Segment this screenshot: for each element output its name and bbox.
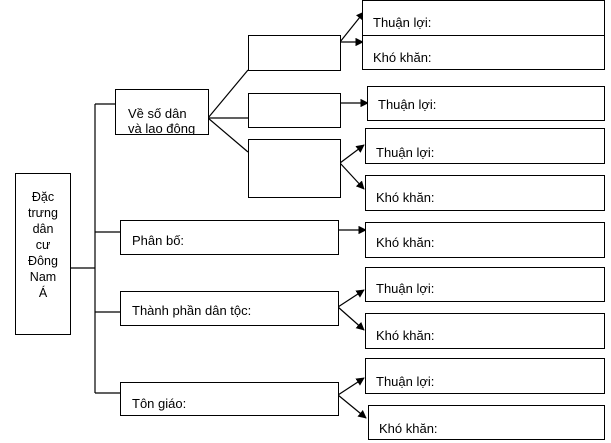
outcome-difficulty-label: Khó khăn: bbox=[373, 50, 432, 65]
outcome-box-a2: Khó khăn: bbox=[362, 35, 605, 70]
root-line: dân bbox=[32, 222, 54, 236]
outcome-difficulty-label: Khó khăn: bbox=[379, 421, 438, 436]
population-label-line: và lao động bbox=[128, 121, 196, 135]
arrow-f1 bbox=[337, 377, 365, 396]
outcome-box-c1: Thuận lợi: bbox=[365, 128, 605, 164]
outcome-difficulty-label: Khó khăn: bbox=[376, 235, 435, 250]
arrow-c2 bbox=[339, 162, 365, 190]
ethnic-label: Thành phần dân tộc: bbox=[132, 303, 252, 318]
arrow-f2 bbox=[337, 394, 367, 419]
root-line: Đặc bbox=[31, 190, 55, 204]
root-box: Đặc trưng dân cư Đông Nam Á bbox=[15, 173, 71, 335]
arrow-c1 bbox=[339, 144, 365, 164]
population-sub-box-upper bbox=[248, 35, 341, 71]
arrow-e1 bbox=[337, 289, 365, 308]
root-line: cư bbox=[35, 238, 51, 252]
population-label: Về số dân và lao động bbox=[128, 106, 196, 135]
ethnic-branch-box: Thành phần dân tộc: bbox=[120, 291, 339, 326]
outcome-advantage-label: Thuận lợi: bbox=[376, 145, 435, 160]
root-line: Đông bbox=[28, 254, 58, 268]
outcome-box-e1: Thuận lợi: bbox=[365, 267, 605, 302]
population-branch-box: Về số dân và lao động bbox=[115, 89, 209, 135]
outcome-advantage-label: Thuận lợi: bbox=[376, 281, 435, 296]
arrow-e2 bbox=[337, 306, 365, 331]
outcome-box-a1: Thuận lợi: bbox=[362, 0, 605, 36]
outcome-box-b1: Thuận lợi: bbox=[367, 86, 605, 121]
arrow-a1 bbox=[339, 11, 365, 43]
outcome-difficulty-label: Khó khăn: bbox=[376, 190, 435, 205]
outcome-box-c2: Khó khăn: bbox=[365, 175, 605, 211]
distribution-label: Phân bố: bbox=[132, 233, 185, 248]
outcome-advantage-label: Thuận lợi: bbox=[373, 15, 432, 30]
outcome-box-f2: Khó khăn: bbox=[368, 405, 605, 440]
fan-line-lower bbox=[207, 117, 249, 153]
root-line: trưng bbox=[28, 206, 58, 220]
religion-branch-box: Tôn giáo: bbox=[120, 382, 339, 416]
distribution-branch-box: Phân bố: bbox=[120, 220, 339, 255]
outcome-box-e2: Khó khăn: bbox=[365, 313, 605, 349]
outcome-box-f1: Thuận lợi: bbox=[365, 358, 605, 394]
fan-line-upper bbox=[207, 69, 249, 119]
root-line: Nam bbox=[29, 270, 57, 284]
root-line: Á bbox=[38, 286, 48, 300]
outcome-box-d1: Khó khăn: bbox=[365, 222, 605, 258]
outcome-difficulty-label: Khó khăn: bbox=[376, 328, 435, 343]
population-sub-box-middle bbox=[248, 93, 341, 128]
outcome-advantage-label: Thuận lợi: bbox=[378, 97, 437, 112]
population-label-line: Về số dân bbox=[128, 106, 187, 121]
root-title: Đặc trưng dân cư Đông Nam Á bbox=[16, 189, 70, 301]
religion-label: Tôn giáo: bbox=[132, 396, 187, 411]
outcome-advantage-label: Thuận lợi: bbox=[376, 374, 435, 389]
population-sub-box-lower bbox=[248, 139, 341, 198]
